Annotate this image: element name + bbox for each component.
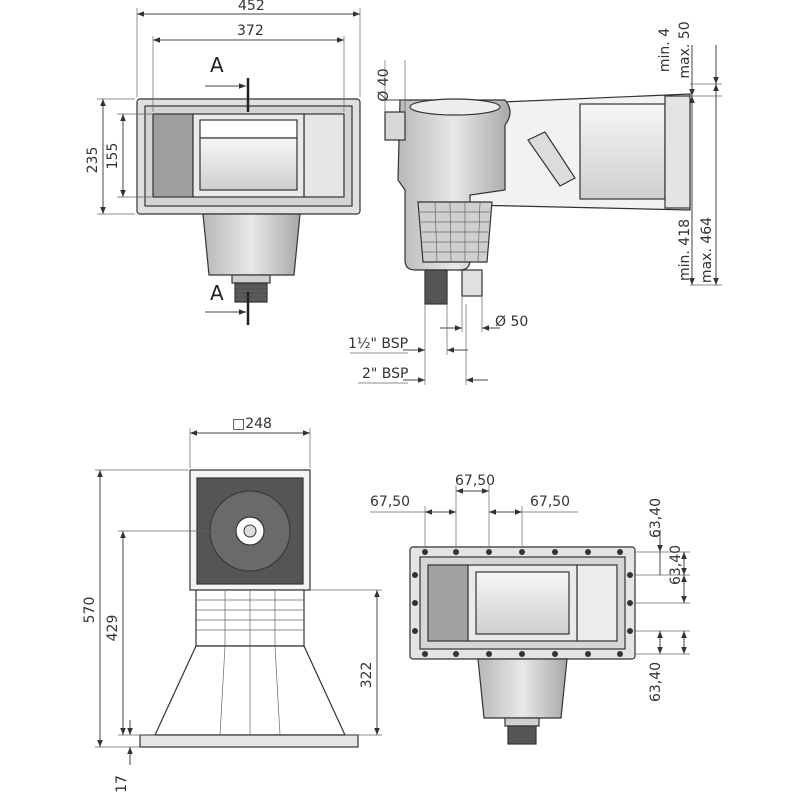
bolt-hole — [519, 651, 525, 657]
flange-right-panel — [576, 564, 618, 642]
front-body — [202, 213, 301, 276]
front-view: A A 452 372 235 155 — [85, 0, 361, 325]
flange-thread — [507, 725, 537, 745]
front-collar — [231, 274, 271, 284]
dim-body-height: 322 — [359, 662, 375, 689]
dim-total-height: 570 — [82, 597, 98, 624]
dim-spacing-right: 67,50 — [530, 494, 570, 510]
bolt-hole — [422, 549, 428, 555]
front-left-panel — [152, 113, 194, 198]
dim-height-inner: 155 — [105, 143, 121, 170]
dim-vertical-1: 63,40 — [648, 498, 664, 538]
dim-vertical-3: 63,40 — [648, 662, 664, 702]
bolt-hole — [486, 549, 492, 555]
side-weir — [527, 131, 576, 187]
well-hub-center — [243, 524, 257, 538]
weir-flap — [199, 137, 298, 191]
bolt-hole — [552, 651, 558, 657]
dim-width-total: 452 — [238, 0, 265, 14]
dim-vertical-2: 63,40 — [668, 545, 684, 585]
bolt-hole — [617, 549, 623, 555]
flange-weir — [475, 571, 570, 635]
front-right-panel — [303, 113, 345, 198]
dim-spacing-left: 67,50 — [370, 494, 410, 510]
flange-collar — [504, 717, 540, 727]
bolt-hole — [519, 549, 525, 555]
section-label-top: A — [210, 53, 224, 77]
dim-base: 17 — [114, 775, 130, 793]
bolt-hole — [617, 651, 623, 657]
side-flange-plate — [664, 95, 691, 209]
dim-height-total: 235 — [85, 147, 101, 174]
dim-square: □248 — [232, 416, 272, 432]
side-flange-block — [579, 103, 666, 200]
flange-view: 67,50 67,50 67,50 63,40 63,40 63,40 — [370, 473, 690, 745]
dim-top-min: min. 4 — [657, 28, 673, 72]
weir-top — [199, 119, 298, 139]
bolt-hole — [453, 651, 459, 657]
flange-body — [477, 658, 568, 719]
base-plate — [139, 734, 359, 748]
dim-mid-height: 429 — [105, 615, 121, 642]
bolt-hole — [412, 628, 418, 634]
bolt-hole — [453, 549, 459, 555]
side-view: min. 4 max. 50 min. 418 max. 464 Ø 40 Ø … — [348, 21, 722, 385]
flange-left-panel — [427, 564, 469, 642]
bolt-hole — [412, 600, 418, 606]
dim-top-max: max. 50 — [677, 21, 693, 78]
dim-outlet-diameter: Ø 50 — [495, 314, 528, 330]
bolt-hole — [627, 572, 633, 578]
bolt-hole — [486, 651, 492, 657]
front-thread — [234, 282, 268, 303]
dim-thread-small: 1½" BSP — [348, 336, 408, 352]
side-port-40 — [384, 111, 406, 141]
bolt-hole — [422, 651, 428, 657]
section-label-bottom: A — [210, 281, 224, 305]
bolt-holes — [412, 549, 633, 657]
dim-depth-max: max. 464 — [699, 217, 715, 283]
bolt-hole — [627, 600, 633, 606]
side-lid — [409, 98, 501, 116]
side-thread-outlet — [424, 269, 448, 305]
dim-spacing-center: 67,50 — [455, 473, 495, 489]
bolt-hole — [552, 549, 558, 555]
dim-width-inner: 372 — [237, 23, 264, 39]
bolt-hole — [585, 549, 591, 555]
bottom-view: □248 570 429 322 17 — [82, 416, 382, 793]
dim-depth-min: min. 418 — [677, 219, 693, 281]
dim-diameter-40: Ø 40 — [376, 68, 392, 101]
dim-thread-large: 2" BSP — [362, 366, 408, 382]
bolt-hole — [412, 572, 418, 578]
bolt-hole — [627, 628, 633, 634]
side-pipe-outlet — [461, 269, 483, 297]
bolt-hole — [585, 651, 591, 657]
